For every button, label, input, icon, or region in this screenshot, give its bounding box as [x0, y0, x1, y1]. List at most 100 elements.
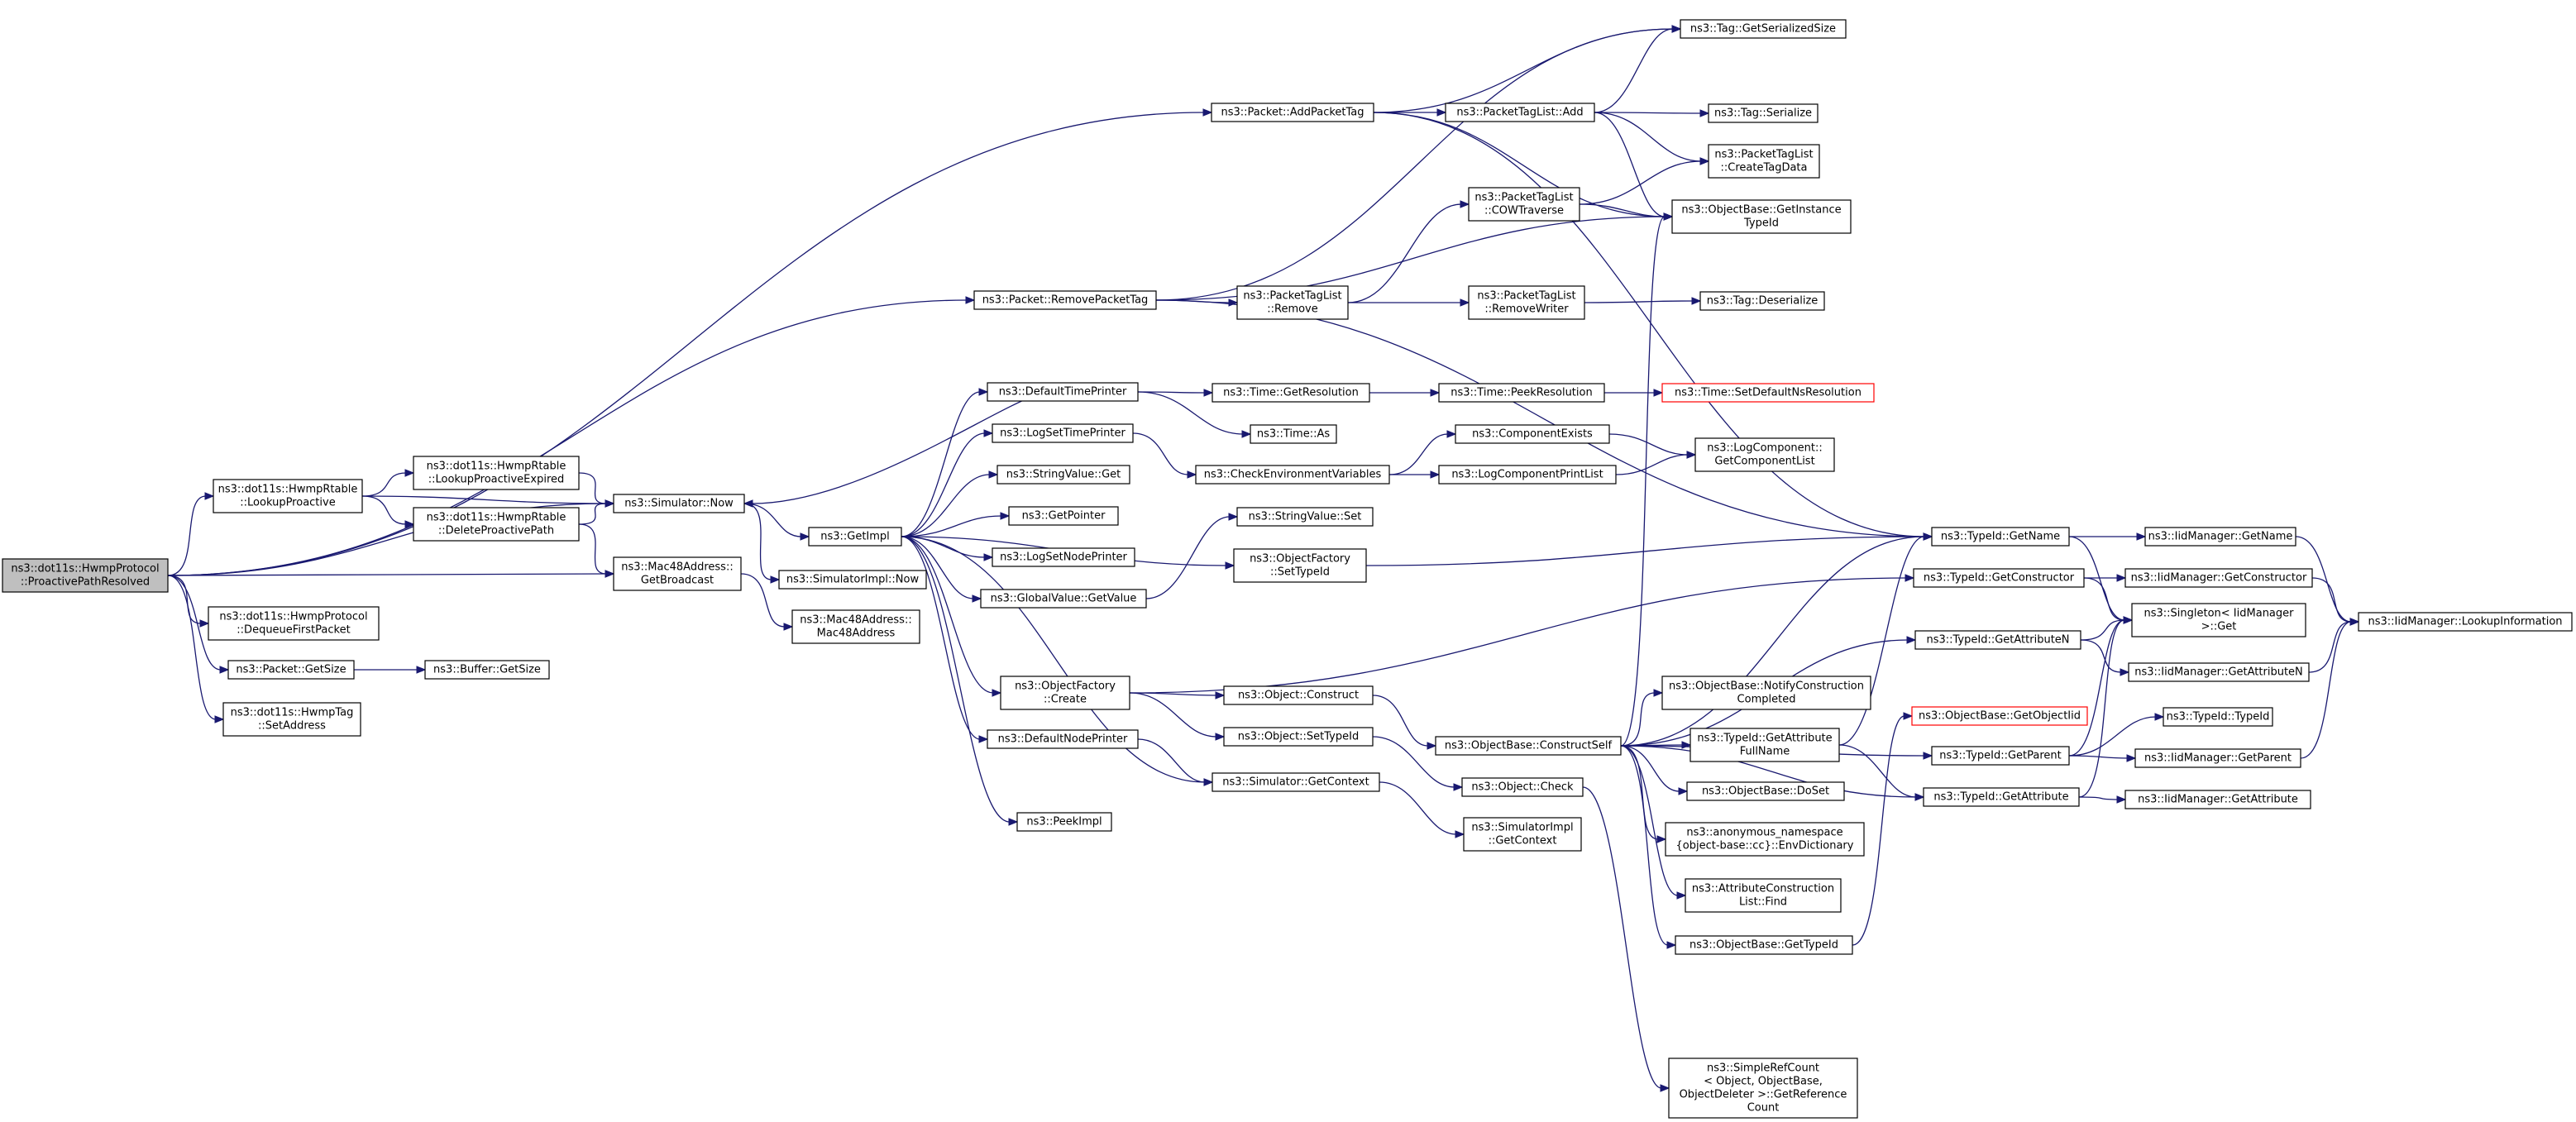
node-packet-add-packet-tag[interactable]: ns3::Packet::AddPacketTag	[1211, 103, 1374, 122]
node-time-peek-resolution[interactable]: ns3::Time::PeekResolution	[1438, 383, 1605, 403]
node-string-value-get[interactable]: ns3::StringValue::Get	[996, 465, 1130, 485]
node-component-exists[interactable]: ns3::ComponentExists	[1455, 424, 1610, 444]
edge-line	[1620, 745, 1669, 946]
edge-line	[743, 503, 772, 580]
node-label: ns3::Buffer::GetSize	[433, 664, 541, 676]
node-tag-serialize[interactable]: ns3::Tag::Serialize	[1708, 103, 1818, 123]
node-type-id-get-attribute-n[interactable]: ns3::TypeId::GetAttributeN	[1914, 630, 2081, 650]
node-packet-tag-list-cowtraverse[interactable]: ns3::PacketTagList::COWTraverse	[1468, 187, 1580, 222]
node-env-dictionary[interactable]: ns3::anonymous_namespace{object-base::cc…	[1665, 822, 1865, 857]
node-simulator-impl-now[interactable]: ns3::SimulatorImpl::Now	[778, 570, 927, 590]
node-label: ns3::ObjectBase::NotifyConstruction	[1669, 680, 1864, 693]
node-label: {object-base::cc}::EnvDictionary	[1676, 840, 1854, 852]
node-log-set-node-printer[interactable]: ns3::LogSetNodePrinter	[992, 547, 1135, 567]
node-object-base-get-object-iid[interactable]: ns3::ObjectBase::GetObjectIid	[1911, 706, 2088, 726]
edge-line	[361, 472, 407, 497]
node-label: ns3::Packet::AddPacketTag	[1221, 107, 1364, 119]
node-object-base-construct-self[interactable]: ns3::ObjectBase::ConstructSelf	[1435, 736, 1622, 756]
node-check-environment-variables[interactable]: ns3::CheckEnvironmentVariables	[1195, 465, 1390, 485]
edge-arrowhead	[1906, 636, 1917, 644]
node-type-id-get-name[interactable]: ns3::TypeId::GetName	[1931, 527, 2070, 547]
node-delete-proactive-path[interactable]: ns3::dot11s::HwmpRtable::DeleteProactive…	[413, 507, 580, 542]
node-get-broadcast[interactable]: ns3::Mac48Address::GetBroadcast	[613, 556, 742, 591]
node-packet-get-size[interactable]: ns3::Packet::GetSize	[227, 660, 355, 680]
node-log-component-get-component-list[interactable]: ns3::LogComponent::GetComponentList	[1694, 437, 1835, 472]
node-log-component-print-list[interactable]: ns3::LogComponentPrintList	[1438, 465, 1617, 485]
node-label: Mac48Address	[817, 628, 896, 640]
node-object-factory-create[interactable]: ns3::ObjectFactory::Create	[1000, 676, 1130, 710]
node-log-set-time-printer[interactable]: ns3::LogSetTimePrinter	[992, 423, 1134, 443]
node-buffer-get-size[interactable]: ns3::Buffer::GetSize	[424, 660, 550, 680]
node-singleton-iid-manager-get[interactable]: ns3::Singleton< IidManager>::Get	[2131, 603, 2306, 637]
node-box	[222, 702, 361, 737]
node-box	[2134, 748, 2301, 768]
node-hwmp-tag-set-address[interactable]: ns3::dot11s::HwmpTag::SetAddress	[222, 702, 361, 737]
node-global-value-get-value[interactable]: ns3::GlobalValue::GetValue	[980, 589, 1147, 609]
edge-arrowhead	[2126, 754, 2137, 762]
node-simulator-get-context[interactable]: ns3::Simulator::GetContext	[1212, 772, 1380, 792]
node-lookup-proactive[interactable]: ns3::dot11s::HwmpRtable::LookupProactive	[213, 479, 363, 513]
node-object-base-notify-construction-completed[interactable]: ns3::ObjectBase::NotifyConstructionCompl…	[1661, 676, 1871, 710]
node-object-check[interactable]: ns3::Object::Check	[1461, 777, 1584, 797]
edge-line	[901, 536, 994, 694]
node-packet-tag-list-remove[interactable]: ns3::PacketTagList::Remove	[1236, 285, 1349, 320]
node-packet-remove-packet-tag[interactable]: ns3::Packet::RemovePacketTag	[973, 290, 1157, 310]
node-object-base-do-set[interactable]: ns3::ObjectBase::DoSet	[1686, 781, 1845, 801]
node-object-construct[interactable]: ns3::Object::Construct	[1223, 685, 1374, 705]
edge-line	[1579, 160, 1702, 205]
node-object-base-get-type-id[interactable]: ns3::ObjectBase::GetTypeId	[1675, 935, 1853, 955]
edge-arrowhead	[1225, 561, 1235, 570]
node-get-impl[interactable]: ns3::GetImpl	[808, 527, 902, 547]
node-iid-manager-get-constructor[interactable]: ns3::IidManager::GetConstructor	[2124, 568, 2313, 588]
node-type-id-get-constructor[interactable]: ns3::TypeId::GetConstructor	[1913, 568, 2085, 588]
node-tag-get-serialized-size[interactable]: ns3::Tag::GetSerializedSize	[1680, 19, 1847, 39]
node-object-set-type-id[interactable]: ns3::Object::SetTypeId	[1223, 727, 1374, 747]
node-default-node-printer[interactable]: ns3::DefaultNodePrinter	[987, 729, 1139, 749]
node-type-id-get-attribute[interactable]: ns3::TypeId::GetAttribute	[1923, 787, 2080, 807]
node-packet-tag-list-remove-writer[interactable]: ns3::PacketTagList::RemoveWriter	[1468, 285, 1585, 320]
node-peek-impl[interactable]: ns3::PeekImpl	[1016, 812, 1112, 832]
node-packet-tag-list-create-tag-data[interactable]: ns3::PacketTagList::CreateTagData	[1708, 144, 1820, 179]
node-object-factory-set-type-id[interactable]: ns3::ObjectFactory::SetTypeId	[1233, 548, 1367, 583]
node-label: ns3::DefaultNodePrinter	[998, 733, 1128, 746]
edge-line	[167, 299, 968, 576]
node-simulator-now[interactable]: ns3::Simulator::Now	[613, 494, 745, 513]
node-root[interactable]: ns3::dot11s::HwmpProtocol::ProactivePath…	[2, 558, 169, 593]
edge-default-time-printer-to-simulator-now	[743, 390, 1063, 508]
node-time-get-resolution[interactable]: ns3::Time::GetResolution	[1212, 383, 1370, 403]
node-simulator-impl-get-context[interactable]: ns3::SimulatorImpl::GetContext	[1463, 817, 1582, 852]
edge-line	[1373, 28, 1674, 113]
node-simple-ref-count-get-reference-count[interactable]: ns3::SimpleRefCount< Object, ObjectBase,…	[1668, 1058, 1858, 1119]
node-type-id-get-parent[interactable]: ns3::TypeId::GetParent	[1931, 746, 2070, 766]
node-lookup-proactive-expired[interactable]: ns3::dot11s::HwmpRtable::LookupProactive…	[413, 456, 580, 490]
edge-arrowhead	[1008, 818, 1019, 826]
node-string-value-set[interactable]: ns3::StringValue::Set	[1236, 507, 1374, 527]
edge-delete-proactive-path-to-simulator-now	[578, 499, 615, 525]
node-box	[213, 479, 363, 513]
node-default-time-printer[interactable]: ns3::DefaultTimePrinter	[987, 382, 1139, 402]
node-box	[987, 382, 1139, 402]
node-box	[1708, 144, 1820, 179]
edge-packet-add-packet-tag-to-tag-get-serialized-size	[1373, 25, 1682, 113]
node-box	[1689, 728, 1840, 762]
node-type-id-type-id[interactable]: ns3::TypeId::TypeId	[2163, 707, 2273, 727]
node-packet-tag-list-add[interactable]: ns3::PacketTagList::Add	[1445, 103, 1595, 122]
node-iid-manager-get-attribute-n[interactable]: ns3::IidManager::GetAttributeN	[2128, 662, 2310, 682]
node-iid-manager-lookup-information[interactable]: ns3::IidManager::LookupInformation	[2358, 612, 2573, 632]
node-get-pointer[interactable]: ns3::GetPointer	[1008, 506, 1119, 526]
node-time-as[interactable]: ns3::Time::As	[1250, 424, 1337, 444]
node-label: ::GetContext	[1489, 835, 1557, 847]
node-iid-manager-get-attribute[interactable]: ns3::IidManager::GetAttribute	[2124, 790, 2311, 809]
node-box	[2, 558, 169, 593]
node-box	[1463, 817, 1582, 852]
node-mac48-ctor[interactable]: ns3::Mac48Address::Mac48Address	[791, 609, 920, 644]
node-dequeue-first-packet[interactable]: ns3::dot11s::HwmpProtocol::DequeueFirstP…	[208, 606, 380, 641]
node-iid-manager-get-parent[interactable]: ns3::IidManager::GetParent	[2134, 748, 2301, 768]
node-iid-manager-get-name[interactable]: ns3::IidManager::GetName	[2144, 527, 2296, 547]
edge-arrowhead	[1653, 689, 1664, 697]
node-tag-deserialize[interactable]: ns3::Tag::Deserialize	[1699, 291, 1825, 311]
node-time-set-default-ns-resolution[interactable]: ns3::Time::SetDefaultNsResolution	[1661, 383, 1875, 403]
